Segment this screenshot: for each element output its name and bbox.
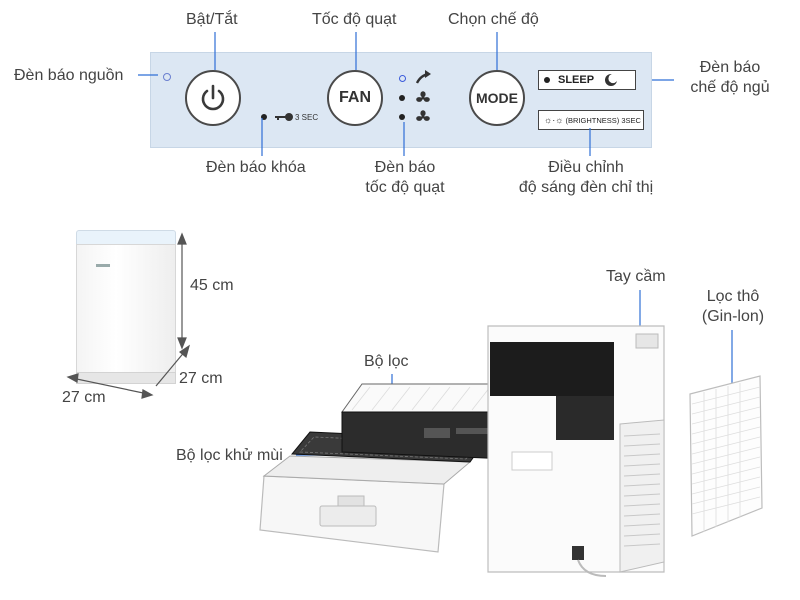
fan-button[interactable]: FAN xyxy=(327,70,383,126)
purifier-small-image xyxy=(74,230,176,384)
sleep-label: SLEEP xyxy=(558,74,595,86)
purifier-main-body xyxy=(487,325,665,577)
fan-low-icon xyxy=(416,110,430,121)
brightness-box[interactable]: ☼·☼ (BRIGHTNESS) 3SEC xyxy=(538,110,644,130)
prefilter-mesh xyxy=(689,375,763,537)
mode-button-label: MODE xyxy=(476,90,518,106)
sleep-indicator-led xyxy=(544,77,550,83)
mode-select-label: Chọn chế độ xyxy=(448,11,539,28)
power-indicator-label: Đèn báo nguồn xyxy=(14,67,124,84)
power-button[interactable] xyxy=(185,70,241,126)
key-icon xyxy=(275,113,293,121)
purifier-body xyxy=(76,244,176,376)
brightness-hint: (BRIGHTNESS) 3SEC xyxy=(565,115,641,125)
brightness-icon: ☼·☼ xyxy=(544,115,564,125)
fan-indicator-label: Đèn báo tốc độ quạt xyxy=(350,158,460,198)
prefilter-label: Lọc thô (Gin-lon) xyxy=(688,287,778,327)
power-button-label: Bật/Tắt xyxy=(186,11,238,28)
fan-speed-led-auto xyxy=(399,75,406,82)
mode-button[interactable]: MODE xyxy=(469,70,525,126)
sleep-indicator-label: Đèn báo chế độ ngủ xyxy=(676,58,784,98)
control-panel: 3 SEC FAN MODE SLEEP ☼·☼ (BRIGHTNESS) xyxy=(150,52,652,148)
brightness-label: Điều chỉnh độ sáng đèn chỉ thị xyxy=(506,158,666,198)
lock-hint-text: 3 SEC xyxy=(295,113,319,122)
drawer-tray xyxy=(259,455,472,553)
deodorizing-filter-label: Bộ lọc khử mùi xyxy=(176,447,283,464)
fan-indicator-label-line1: Đèn báo xyxy=(374,159,436,176)
fan-speed-led-low xyxy=(399,114,405,120)
sleep-indicator-box: SLEEP xyxy=(538,70,636,90)
fan-speed-led-medium xyxy=(399,95,405,101)
lock-indicator-led xyxy=(261,114,267,120)
power-icon xyxy=(201,84,225,111)
dimension-lines xyxy=(66,232,191,399)
power-indicator-led xyxy=(163,73,171,81)
fan-speed-label: Tốc độ quạt xyxy=(312,11,397,28)
fan-indicator-label-line2: tốc độ quạt xyxy=(365,179,445,196)
fan-medium-icon xyxy=(416,91,430,102)
main-filter-label: Bộ lọc xyxy=(364,353,409,370)
turbo-icon xyxy=(415,70,431,84)
depth-dimension: 27 cm xyxy=(179,370,223,387)
sleep-indicator-label-line1: Đèn báo xyxy=(699,59,761,76)
brightness-label-line2: độ sáng đèn chỉ thị xyxy=(518,179,654,196)
moon-icon xyxy=(605,73,618,86)
lock-indicator-label: Đèn báo khóa xyxy=(206,159,306,176)
brightness-label-line1: Điều chỉnh xyxy=(548,159,624,176)
height-dimension: 45 cm xyxy=(190,277,234,294)
purifier-logo xyxy=(96,264,110,267)
sleep-indicator-label-line2: chế độ ngủ xyxy=(690,79,770,96)
width-dimension: 27 cm xyxy=(62,389,106,406)
prefilter-label-line1: Lọc thô xyxy=(706,288,760,305)
prefilter-label-line2: (Gin-lon) xyxy=(701,308,765,325)
fan-button-label: FAN xyxy=(339,89,371,106)
handle-label: Tay cầm xyxy=(606,268,666,285)
